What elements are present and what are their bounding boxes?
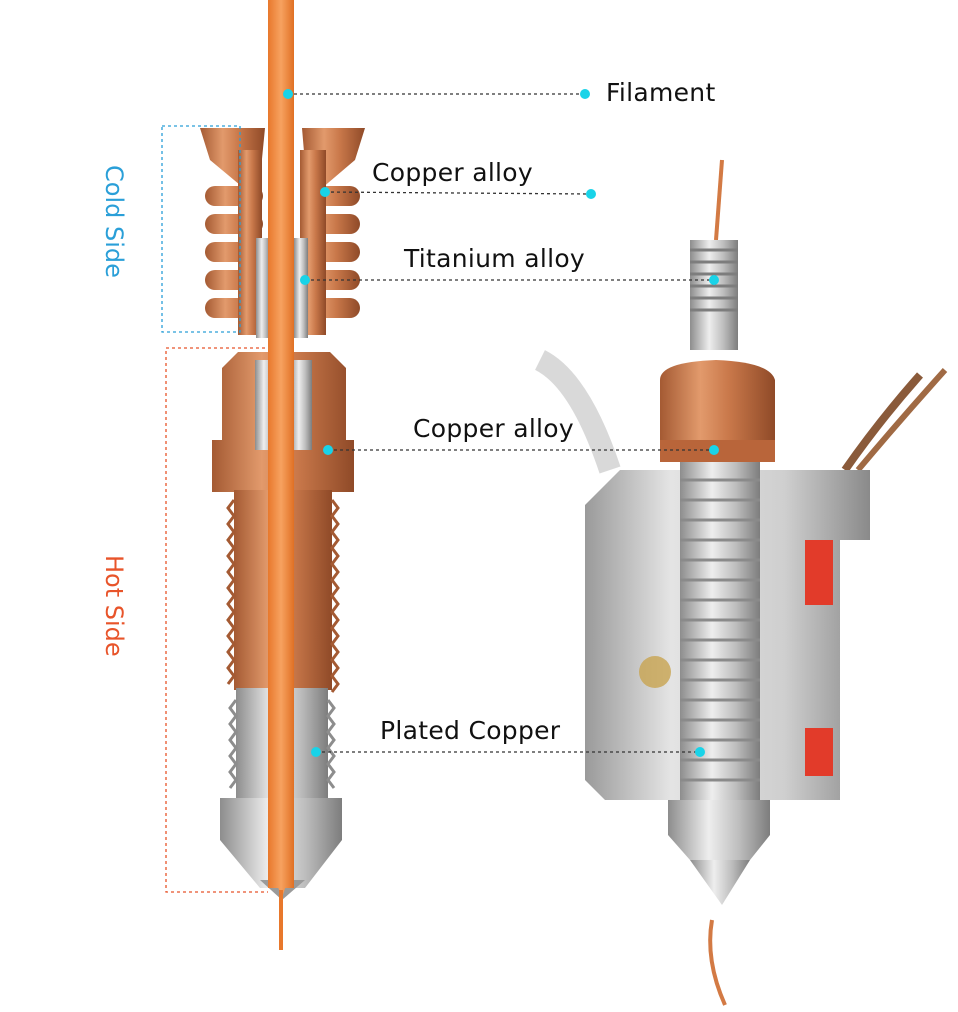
copper-collar [660, 360, 775, 450]
marker-dots [283, 89, 719, 757]
label-copper-alloy-top: Copper alloy [372, 158, 533, 187]
label-filament: Filament [606, 78, 716, 107]
cross-section [200, 0, 365, 950]
hot-side-bracket [165, 347, 268, 893]
filament-strand [268, 0, 294, 888]
leader-lines [288, 93, 714, 753]
label-hot-side: Hot Side [100, 555, 128, 657]
heatbreak [256, 238, 270, 338]
label-copper-alloy-mid: Copper alloy [413, 414, 574, 443]
screw-top [690, 240, 738, 350]
cold-side-bracket [161, 125, 241, 333]
label-plated-copper: Plated Copper [380, 716, 561, 745]
throat-thread [680, 462, 760, 802]
label-cold-side: Cold Side [100, 165, 128, 278]
label-titanium-alloy: Titanium alloy [404, 244, 586, 273]
hotend-render [534, 159, 948, 1006]
